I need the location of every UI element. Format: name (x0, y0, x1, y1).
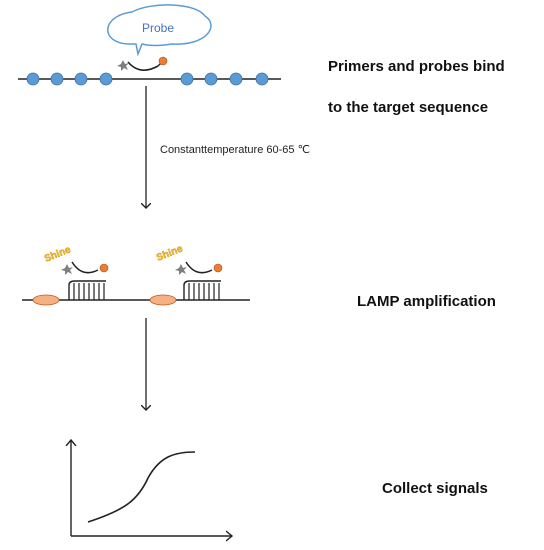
primer-ellipse-1 (32, 294, 60, 306)
dna-bead (180, 72, 194, 86)
signal-plot (71, 440, 232, 536)
probe-molecule-1: Shine (43, 244, 109, 275)
probe-molecule-top (117, 56, 168, 71)
shine-label-1: Shine (43, 244, 73, 265)
quencher-star-icon (175, 264, 187, 275)
dna-bead (99, 72, 113, 86)
condition-label: Constanttemperature 60-65 ℃ (160, 144, 310, 156)
stem-loop-2 (183, 280, 221, 300)
quencher-star-icon (61, 264, 73, 275)
dna-bead (229, 72, 243, 86)
shine-label-2: Shine (155, 243, 185, 264)
probe-callout: Probe (107, 4, 212, 57)
stem-loop-1 (68, 280, 106, 300)
amplification-complex: Shine Shine (22, 243, 250, 306)
probe-strand (127, 61, 159, 71)
dna-bead (50, 72, 64, 86)
dna-bead (204, 72, 218, 86)
probe-molecule-2: Shine (155, 243, 223, 275)
amplification-curve (87, 451, 196, 523)
step2-label: LAMP amplification (357, 293, 496, 310)
primer-ellipse-2 (149, 294, 177, 306)
step3-label: Collect signals (382, 480, 488, 497)
dna-bead (26, 72, 40, 86)
quencher-star-icon (117, 60, 129, 71)
dna-bead (255, 72, 269, 86)
probe-ball (158, 56, 168, 66)
step1-label-line2: to the target sequence (328, 99, 488, 116)
dna-bead (74, 72, 88, 86)
target-dna-strand (18, 72, 281, 86)
step1-label-line1: Primers and probes bind (328, 58, 505, 75)
dna-beads (26, 72, 269, 86)
probe-label: Probe (142, 21, 174, 35)
probe-bubble (107, 4, 212, 57)
